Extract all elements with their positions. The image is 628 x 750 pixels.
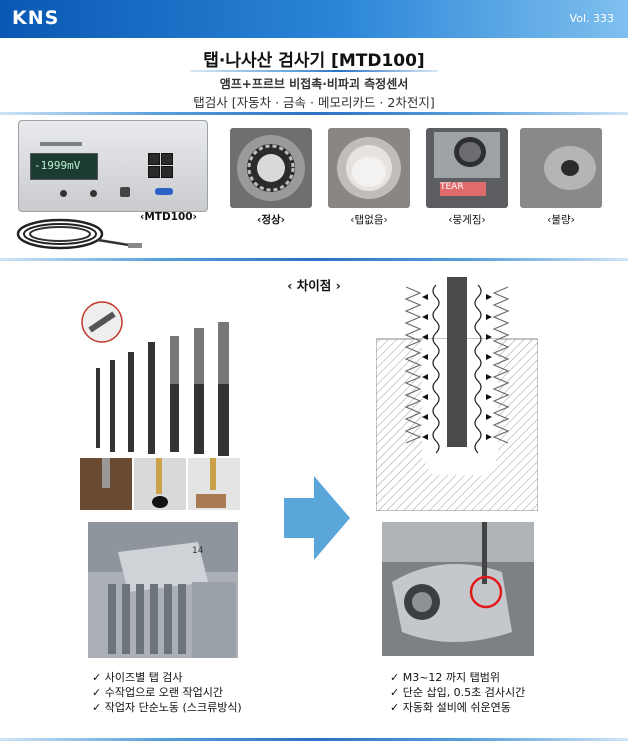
footer-divider (0, 738, 628, 741)
list-item: ✓ 사이즈별 탭 검사 (92, 671, 183, 684)
sample-caption-normal: ‹정상› (257, 214, 285, 226)
thread-gauge-photo (88, 522, 238, 658)
gauge-dial-number: 14 (192, 546, 204, 556)
sample-photo-crushed (426, 128, 508, 208)
arrow-right-icon (284, 476, 350, 560)
sensor-diagram (376, 277, 538, 511)
list-item: ✓ 수작업으로 오랜 작업시간 (92, 686, 224, 699)
title-divider (190, 70, 438, 72)
device-port (60, 190, 67, 197)
header-bar (0, 0, 628, 38)
device-logo-badge (155, 188, 173, 195)
probe-cable (16, 218, 142, 250)
sample-caption-crushed: ‹뭉게짐› (448, 214, 486, 226)
device-lcd (30, 153, 98, 180)
sample-caption-no-tap: ‹탭없음› (350, 214, 388, 226)
section-divider-middle (0, 258, 628, 261)
after-points-list: ✓ M3~12 까지 탭범위 ✓ 단순 삽입, 0.5초 검사시간 ✓ 자동화 … (390, 670, 525, 715)
sample-photo-normal (230, 128, 312, 208)
device-usb-port (120, 187, 130, 197)
device-brand-strip (40, 142, 82, 146)
tap-usage-photos (80, 458, 240, 510)
sample-tag: TEAR (440, 182, 464, 192)
sensor-inspection-photo (382, 522, 534, 656)
before-points-list: ✓ 사이즈별 탭 검사 ✓ 수작업으로 오랜 작업시간 ✓ 작업자 단순노동 (… (92, 670, 242, 715)
page-title: 탭·나사산 검사기 [MTD100] (203, 51, 425, 71)
brand-logo: KNS (12, 7, 60, 29)
list-item: ✓ 작업자 단순노동 (스크류방식) (92, 701, 242, 714)
comparison-heading: ‹ 차이점 › (287, 278, 341, 293)
device-port (90, 190, 97, 197)
list-item: ✓ M3~12 까지 탭범위 (390, 671, 501, 684)
tap-tools-image (81, 301, 229, 456)
list-item: ✓ 자동화 설비에 쉬운연동 (390, 701, 511, 714)
sample-caption-defect: ‹불량› (547, 214, 575, 226)
subtitle-applications: 탭검사 [자동차 · 금속 · 메모리카드 · 2차전지] (193, 95, 435, 110)
list-item: ✓ 단순 삽입, 0.5초 검사시간 (390, 686, 526, 699)
device-caption: ‹MTD100› (140, 211, 197, 223)
device-display-value: -1999mV (34, 159, 81, 172)
section-divider-top (0, 112, 628, 115)
sample-photo-defect (520, 128, 602, 208)
volume-label: Vol. 333 (569, 12, 614, 25)
device-keypad (148, 153, 173, 178)
sample-photo-no-tap (328, 128, 410, 208)
subtitle-sensor: 앰프+프르브 비접촉·비파괴 측정센서 (219, 77, 409, 91)
